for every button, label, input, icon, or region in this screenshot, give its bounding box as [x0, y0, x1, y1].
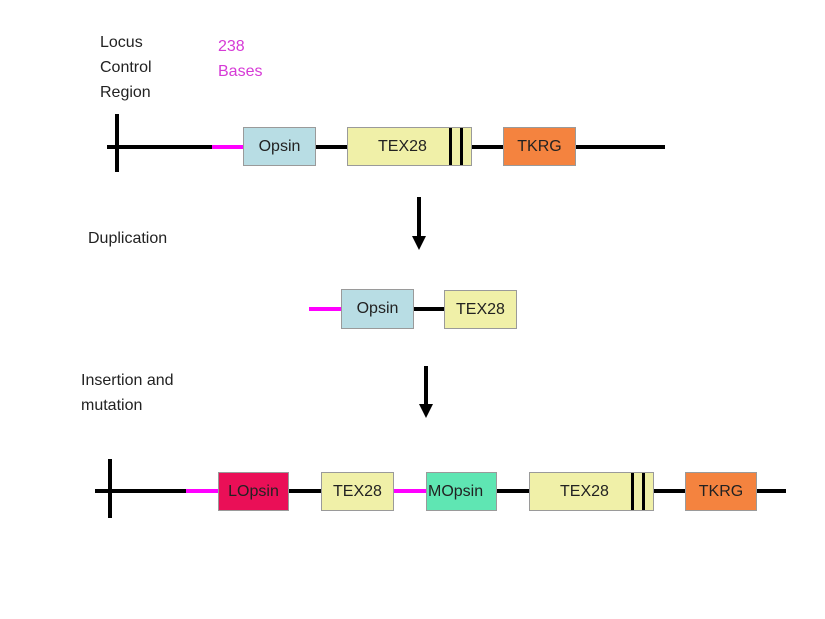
arrow-down-icon	[419, 366, 433, 418]
lcr-marker	[115, 114, 119, 172]
chromosome-line	[472, 145, 503, 149]
breakpoint-marker	[449, 128, 463, 165]
label-line: Region	[100, 84, 151, 101]
gene-tkrg: TKRG	[503, 127, 576, 166]
chromosome-line	[497, 489, 529, 493]
gene-label: Opsin	[356, 300, 399, 317]
gene-tex28: TEX28	[529, 472, 654, 511]
chromosome-line	[414, 307, 444, 311]
linker-238-bases	[309, 307, 341, 311]
chromosome-line	[316, 145, 347, 149]
breakpoint-marker	[631, 473, 645, 510]
gene-label: TKRG	[698, 482, 744, 500]
gene-label: TEX28	[333, 482, 382, 500]
gene-label: TKRG	[517, 137, 562, 155]
label-line: Control	[100, 59, 152, 76]
chromosome-line	[654, 489, 685, 493]
duplication-label: Duplication	[88, 230, 168, 247]
gene-label: TEX28	[378, 137, 427, 155]
gene-label: MOpsin	[428, 482, 484, 500]
gene-tex28: TEX28	[444, 290, 517, 329]
chromosome-line	[95, 489, 186, 493]
gene-opsin: Opsin	[341, 289, 414, 329]
linker-238-bases	[394, 489, 426, 493]
chromosome-line	[107, 145, 212, 149]
label-line: Insertion and	[81, 372, 174, 389]
gene-label: TEX28	[456, 300, 505, 318]
gene-label: LOpsin	[228, 482, 279, 500]
chromosome-line	[289, 489, 321, 493]
bases-label: 238 Bases	[218, 34, 262, 84]
gene-mopsin: MOpsin	[426, 472, 497, 511]
gene-tkrg: TKRG	[685, 472, 757, 511]
arrow-down-icon	[412, 197, 426, 250]
gene-opsin: Opsin	[243, 127, 316, 166]
gene-tex28: TEX28	[321, 472, 394, 511]
gene-lopsin: LOpsin	[218, 472, 289, 511]
gene-label: Opsin	[258, 137, 301, 155]
chromosome-line	[757, 489, 786, 493]
linker-238-bases	[186, 489, 218, 493]
gene-tex28: TEX28	[347, 127, 472, 166]
insertion-mutation-label: Insertion and mutation	[81, 368, 174, 418]
gene-label: TEX28	[560, 482, 609, 500]
label-line: 238	[218, 38, 245, 55]
chromosome-line	[576, 145, 665, 149]
label-line: mutation	[81, 397, 143, 414]
label-line: Bases	[218, 63, 263, 80]
label-line: Locus	[100, 34, 143, 51]
lcr-marker	[108, 459, 112, 518]
locus-control-region-label: Locus Control Region	[100, 30, 152, 105]
linker-238-bases	[212, 145, 243, 149]
